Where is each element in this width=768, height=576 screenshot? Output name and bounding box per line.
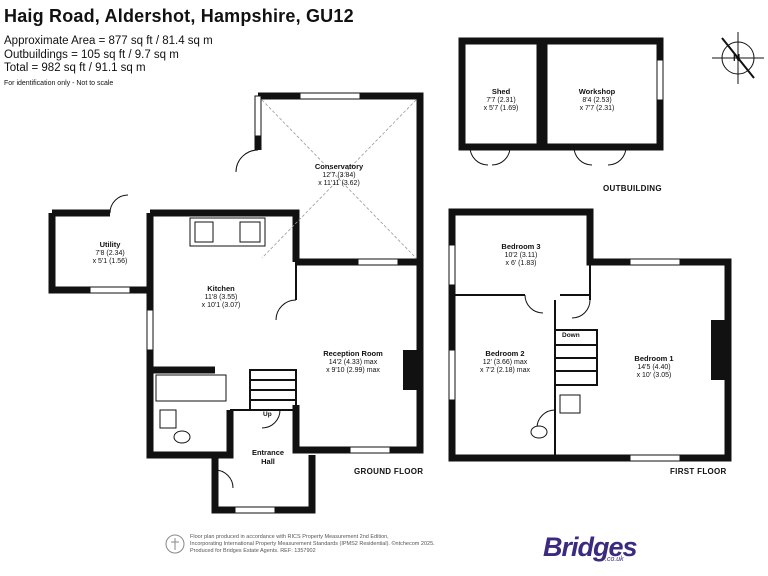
reception-fireplace	[403, 350, 420, 390]
room-label-shed: Shed 7'7 (2.31)x 5'7 (1.69)	[483, 87, 519, 112]
conservatory-roof-lines	[261, 99, 417, 259]
bathroom-fixtures	[155, 374, 581, 444]
section-ground-floor: GROUND FLOOR	[354, 467, 424, 476]
page-title: Haig Road, Aldershot, Hampshire, GU12	[4, 6, 354, 26]
shed-walls	[458, 37, 544, 151]
compass-north-label: N	[733, 53, 741, 64]
room-label-kitchen: Kitchen 11'8 (3.55)x 10'1 (3.07)	[201, 284, 241, 309]
approx-area: Approximate Area = 877 sq ft / 81.4 sq m	[4, 35, 213, 47]
area-summary: Approximate Area = 877 sq ft / 81.4 sq m…	[4, 35, 213, 76]
compass-icon	[712, 32, 764, 84]
kitchen-units	[189, 217, 266, 247]
room-label-utility: Utility 7'8 (2.34)x 5'1 (1.56)	[92, 240, 128, 265]
room-label-conservatory: Conservatory 12'7 (3.84)x 11'11 (3.62)	[314, 162, 364, 187]
outbuildings-area: Outbuildings = 105 sq ft / 9.7 sq m	[4, 48, 179, 61]
bathroom-walls	[146, 370, 234, 459]
total-area: Total = 982 sq ft / 91.1 sq m	[4, 62, 146, 74]
footer-credits: Floor plan produced in accordance with R…	[190, 534, 435, 554]
room-label-bedroom1: Bedroom 1 14'5 (4.40)x 10' (3.05)	[634, 354, 674, 379]
section-first-floor: FIRST FLOOR	[670, 467, 727, 476]
bedroom1-chimney	[711, 320, 728, 380]
windows	[89, 59, 681, 514]
doors	[109, 146, 627, 489]
rics-logo-icon	[165, 534, 185, 554]
first-floor-outer	[448, 208, 732, 462]
disclaimer-note: For identification only - Not to scale	[4, 80, 114, 87]
stairs-down-label: Down	[562, 332, 580, 339]
room-label-hall: Entrance Hall	[251, 448, 285, 466]
stairs-up-label: Up	[263, 411, 272, 418]
brand-logo: Bridges	[543, 532, 638, 562]
brand-logo-domain: .co.uk	[605, 556, 624, 563]
room-label-workshop: Workshop 8'4 (2.53)x 7'7 (2.31)	[578, 87, 616, 112]
section-outbuilding: OUTBUILDING	[603, 184, 662, 193]
room-label-bedroom3: Bedroom 3 10'2 (3.11)x 6' (1.83)	[501, 242, 541, 267]
